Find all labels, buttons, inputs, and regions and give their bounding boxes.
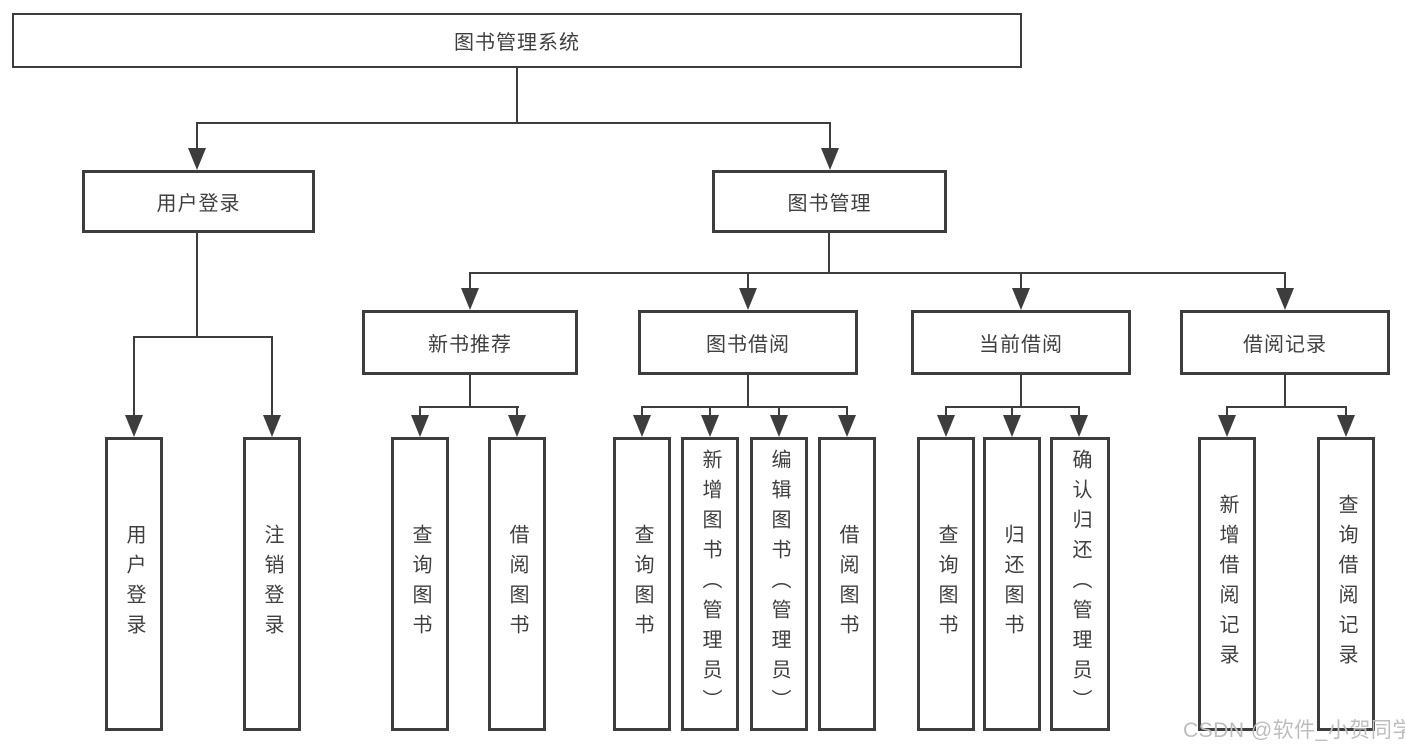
leaf-label: 注销登录: [261, 524, 283, 644]
edge-line: [1345, 406, 1347, 417]
edge-line: [1226, 406, 1228, 417]
edge-line: [469, 375, 471, 406]
node-label: 当前借阅: [979, 334, 1063, 356]
edge-line: [1226, 406, 1347, 408]
arrowhead-down: [1218, 415, 1236, 437]
node-label: 新书推荐: [428, 334, 512, 356]
leaf-newrec-borrow-books: 借阅图书: [488, 437, 546, 731]
node-root-library-management-system: 图书管理系统: [12, 13, 1022, 68]
edge-line: [1020, 375, 1022, 406]
edge-line: [945, 406, 947, 417]
leaf-current-return-books: 归还图书: [983, 437, 1041, 731]
arrowhead-down: [1337, 415, 1355, 437]
node-user-login: 用户登录: [82, 170, 315, 233]
arrowhead-down: [263, 415, 281, 437]
arrowhead-down: [770, 415, 788, 437]
edge-line: [829, 122, 831, 150]
node-current-borrowing: 当前借阅: [911, 310, 1131, 375]
arrowhead-down: [701, 415, 719, 437]
leaf-label: 新增图书（管理员）: [699, 449, 721, 719]
node-book-management: 图书管理: [712, 170, 947, 233]
leaf-label: 查询图书: [409, 524, 431, 644]
edge-line: [419, 406, 519, 408]
node-label: 图书管理: [787, 193, 872, 215]
edge-line: [1284, 375, 1286, 406]
leaf-label: 借阅图书: [506, 524, 528, 644]
node-label: 借阅记录: [1243, 334, 1327, 356]
edge-line: [747, 375, 749, 406]
leaf-logout-login: 注销登录: [243, 437, 301, 731]
edge-line: [133, 336, 135, 417]
edge-line: [516, 68, 518, 122]
arrowhead-down: [1012, 288, 1030, 310]
arrowhead-down: [739, 288, 757, 310]
csdn-watermark: CSDN @软件_小贺同学: [1183, 719, 1405, 742]
arrowhead-down: [188, 148, 206, 170]
edge-line: [197, 122, 831, 124]
node-new-book-recommend: 新书推荐: [362, 310, 578, 375]
edge-line: [196, 122, 198, 150]
leaf-label: 编辑图书（管理员）: [768, 449, 790, 719]
edge-line: [641, 406, 848, 408]
edge-line: [419, 406, 421, 417]
edge-line: [469, 272, 471, 290]
edge-line: [1020, 272, 1022, 290]
edge-line: [196, 233, 198, 336]
node-label: 用户登录: [156, 193, 241, 215]
arrowhead-down: [411, 415, 429, 437]
arrowhead-down: [838, 415, 856, 437]
edge-line: [271, 336, 273, 417]
edge-line: [469, 272, 1286, 274]
leaf-borrowing-edit-books-admin: 编辑图书（管理员）: [750, 437, 808, 731]
leaf-label: 借阅图书: [836, 524, 858, 644]
leaf-label: 新增借阅记录: [1216, 494, 1238, 674]
leaf-label: 查询图书: [935, 524, 957, 644]
node-book-borrowing: 图书借阅: [638, 310, 858, 375]
arrowhead-down: [821, 148, 839, 170]
arrowhead-down: [1276, 288, 1294, 310]
leaf-label: 查询图书: [631, 524, 653, 644]
arrowhead-down: [508, 415, 526, 437]
arrowhead-down: [1003, 415, 1021, 437]
edge-line: [1011, 406, 1013, 417]
edge-line: [778, 406, 780, 417]
edge-line: [828, 233, 830, 272]
arrowhead-down: [125, 415, 143, 437]
node-label: 图书管理系统: [454, 32, 580, 54]
edge-line: [709, 406, 711, 417]
edge-line: [516, 406, 518, 417]
leaf-borrowing-query-books: 查询图书: [613, 437, 671, 731]
edge-line: [846, 406, 848, 417]
arrowhead-down: [1070, 415, 1088, 437]
leaf-current-confirm-return-admin: 确认归还（管理员）: [1050, 437, 1110, 731]
leaf-borrowing-add-books-admin: 新增图书（管理员）: [681, 437, 739, 731]
arrowhead-down: [461, 288, 479, 310]
edge-line: [641, 406, 643, 417]
leaf-current-query-books: 查询图书: [917, 437, 975, 731]
edge-line: [1284, 272, 1286, 290]
leaf-newrec-query-books: 查询图书: [391, 437, 449, 731]
edge-line: [133, 336, 273, 338]
leaf-records-query-borrow-record: 查询借阅记录: [1317, 437, 1375, 731]
leaf-label: 归还图书: [1001, 524, 1023, 644]
leaf-label: 用户登录: [123, 524, 145, 644]
node-label: 图书借阅: [706, 334, 790, 356]
leaf-borrowing-borrow-books: 借阅图书: [818, 437, 876, 731]
leaf-user-login: 用户登录: [105, 437, 163, 731]
leaf-records-add-borrow-record: 新增借阅记录: [1198, 437, 1256, 731]
leaf-label: 确认归还（管理员）: [1069, 449, 1091, 719]
leaf-label: 查询借阅记录: [1335, 494, 1357, 674]
arrowhead-down: [937, 415, 955, 437]
arrowhead-down: [633, 415, 651, 437]
edge-line: [747, 272, 749, 290]
edge-line: [1078, 406, 1080, 417]
node-borrow-records: 借阅记录: [1180, 310, 1390, 375]
